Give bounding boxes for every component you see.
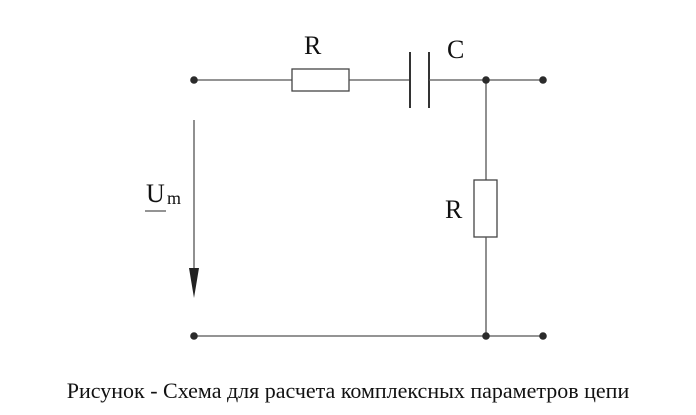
voltage-label: U bbox=[146, 179, 165, 208]
output-terminal-top bbox=[539, 76, 547, 84]
capacitor-label: C bbox=[447, 35, 464, 64]
voltage-subscript: m bbox=[167, 188, 181, 208]
shunt-resistor bbox=[473, 179, 498, 238]
shunt-resistor-label: R bbox=[445, 195, 463, 224]
junction-bottom bbox=[482, 332, 490, 340]
input-terminal-top bbox=[190, 76, 198, 84]
junction-top bbox=[482, 76, 490, 84]
figure-caption: Рисунок - Схема для расчета комплексных … bbox=[66, 378, 630, 403]
series-resistor bbox=[291, 68, 350, 92]
voltage-arrow-head bbox=[189, 268, 199, 298]
input-terminal-bottom bbox=[190, 332, 198, 340]
output-terminal-bottom bbox=[539, 332, 547, 340]
series-resistor-label: R bbox=[304, 31, 322, 60]
